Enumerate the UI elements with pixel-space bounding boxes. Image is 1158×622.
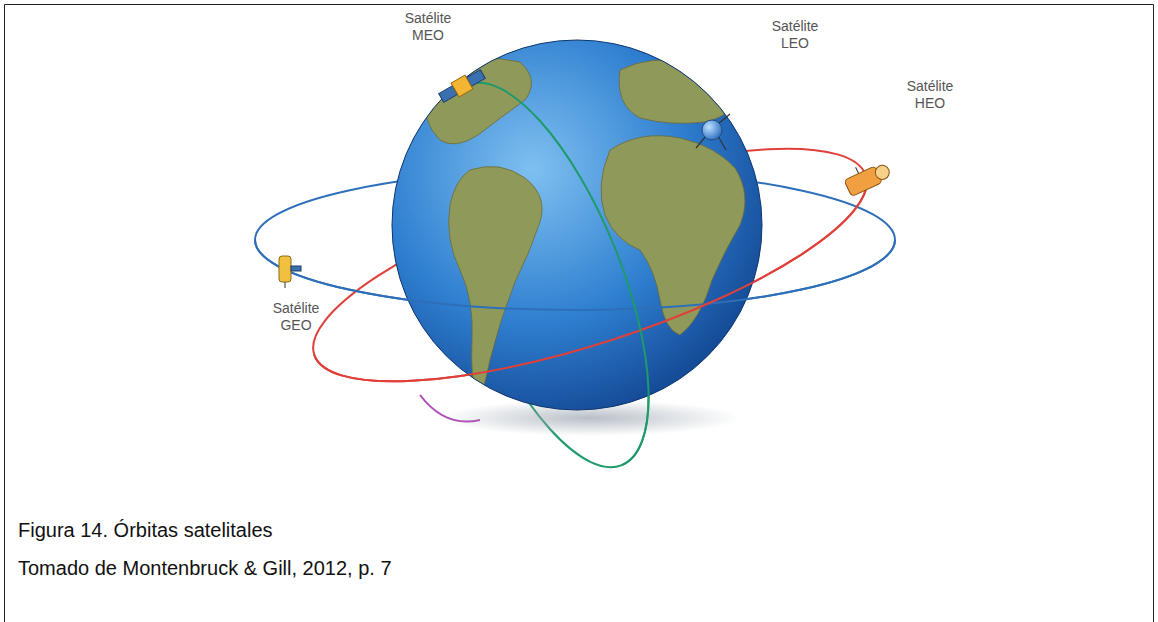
geo-satellite	[279, 256, 301, 288]
heo-orbit-front	[314, 175, 890, 428]
satellite-label: Satélite HEO	[893, 78, 967, 112]
geo-orbit-front	[255, 240, 895, 310]
satellite-label: Satélite GEO	[259, 300, 333, 334]
meo-orbit-front	[468, 57, 691, 465]
earth-globe	[392, 40, 762, 410]
figure-frame	[5, 5, 1154, 622]
leo-satellite	[696, 114, 730, 150]
satellite-label: Satélite MEO	[391, 10, 465, 44]
source-note: Tomado de Montenbruck & Gill, 2012, p. 7	[18, 556, 392, 580]
satellite-label: Satélite LEO	[758, 18, 832, 52]
figure-caption: Figura 14. Órbitas satelitales	[18, 518, 273, 542]
continents	[426, 58, 775, 400]
meo-satellite	[437, 67, 487, 105]
heo-satellite	[841, 155, 892, 197]
